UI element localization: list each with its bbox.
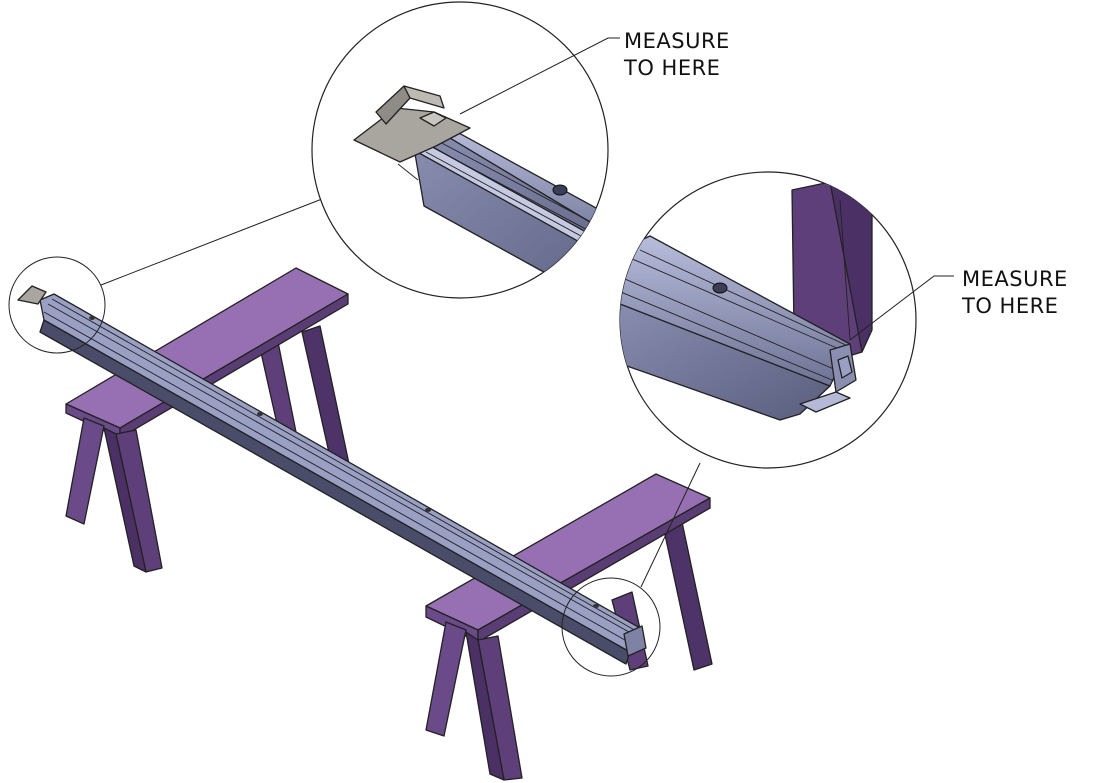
callout-right-line2: TO HERE (961, 294, 1058, 318)
callout-leader-top (459, 37, 620, 115)
sawhorse-right-leg-back-2 (663, 521, 713, 671)
detail-marker-right (561, 577, 661, 677)
detail-marker-left (8, 256, 106, 354)
sawhorse-left-leg-front-2-side (103, 427, 147, 573)
callout-right: MEASURE TO HERE (961, 267, 1075, 318)
callout-top-line2: TO HERE (623, 56, 720, 80)
rail-end-bracket-left (17, 285, 47, 305)
sawhorse-left-leg-front-1 (65, 417, 105, 525)
sawhorse-right-leg-front-2-side (465, 631, 505, 781)
callout-right-line1: MEASURE (962, 267, 1068, 291)
callout-top: MEASURE TO HERE (623, 29, 737, 80)
sawhorse-right-leg-front-1 (425, 621, 467, 737)
rail (17, 285, 647, 665)
leader-line-top (100, 198, 323, 286)
callout-leader-right (849, 275, 954, 341)
zoom-detail-right (619, 171, 954, 469)
zoom-detail-top (311, 1, 620, 299)
callout-top-line1: MEASURE (624, 29, 730, 53)
leader-line-right (640, 462, 701, 588)
rail-end-cap-right (623, 625, 647, 657)
